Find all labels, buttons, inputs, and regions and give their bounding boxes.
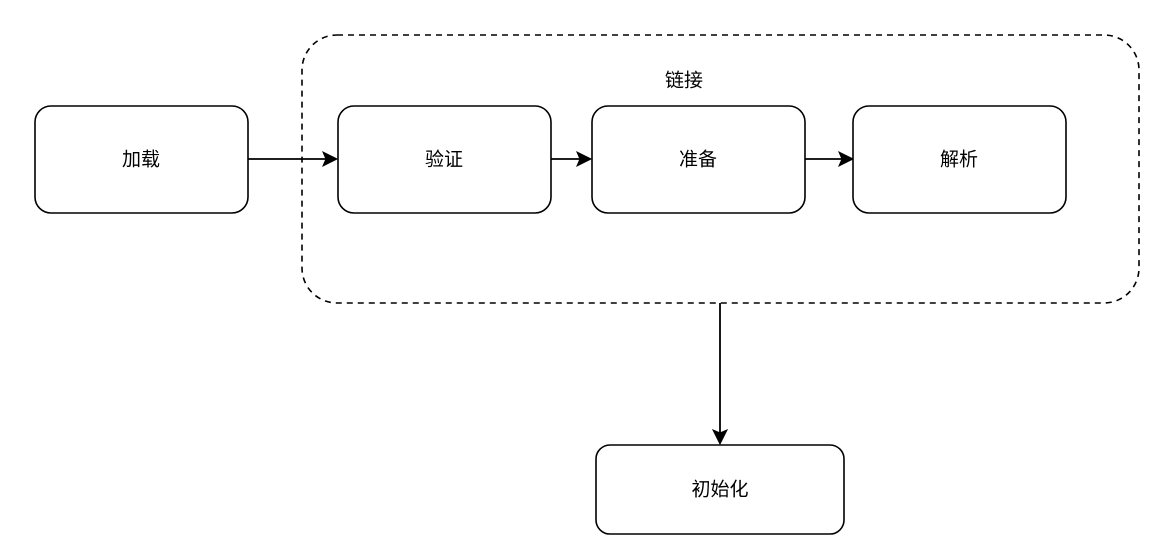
edge-prepare-to-resolve — [805, 150, 855, 168]
node-verify-label: 验证 — [425, 149, 463, 171]
node-prepare: 准备 — [591, 105, 806, 214]
node-init-box — [595, 444, 845, 535]
node-prepare-label: 准备 — [679, 149, 717, 171]
node-prepare-box — [591, 105, 806, 214]
arrowhead — [711, 429, 729, 446]
linking-group-border — [301, 34, 1140, 304]
edge-verify-to-prepare — [551, 150, 593, 168]
node-init-label: 初始化 — [691, 479, 748, 501]
edge-linking-to-init — [711, 303, 729, 446]
arrowhead — [322, 150, 339, 168]
node-load: 加载 — [34, 105, 249, 214]
node-load-box — [34, 105, 249, 214]
node-load-label: 加载 — [122, 149, 160, 171]
node-resolve: 解析 — [852, 105, 1067, 214]
node-verify-box — [337, 105, 552, 214]
arrowhead — [838, 150, 855, 168]
node-resolve-box — [852, 105, 1067, 214]
linking-group: 链接 — [301, 34, 1140, 304]
node-verify: 验证 — [337, 105, 552, 214]
linking-group-label: 链接 — [665, 70, 703, 92]
node-resolve-label: 解析 — [940, 149, 978, 171]
node-init: 初始化 — [595, 444, 845, 535]
edge-load-to-verify — [248, 150, 339, 168]
edges — [248, 150, 855, 446]
arrowhead — [576, 150, 593, 168]
